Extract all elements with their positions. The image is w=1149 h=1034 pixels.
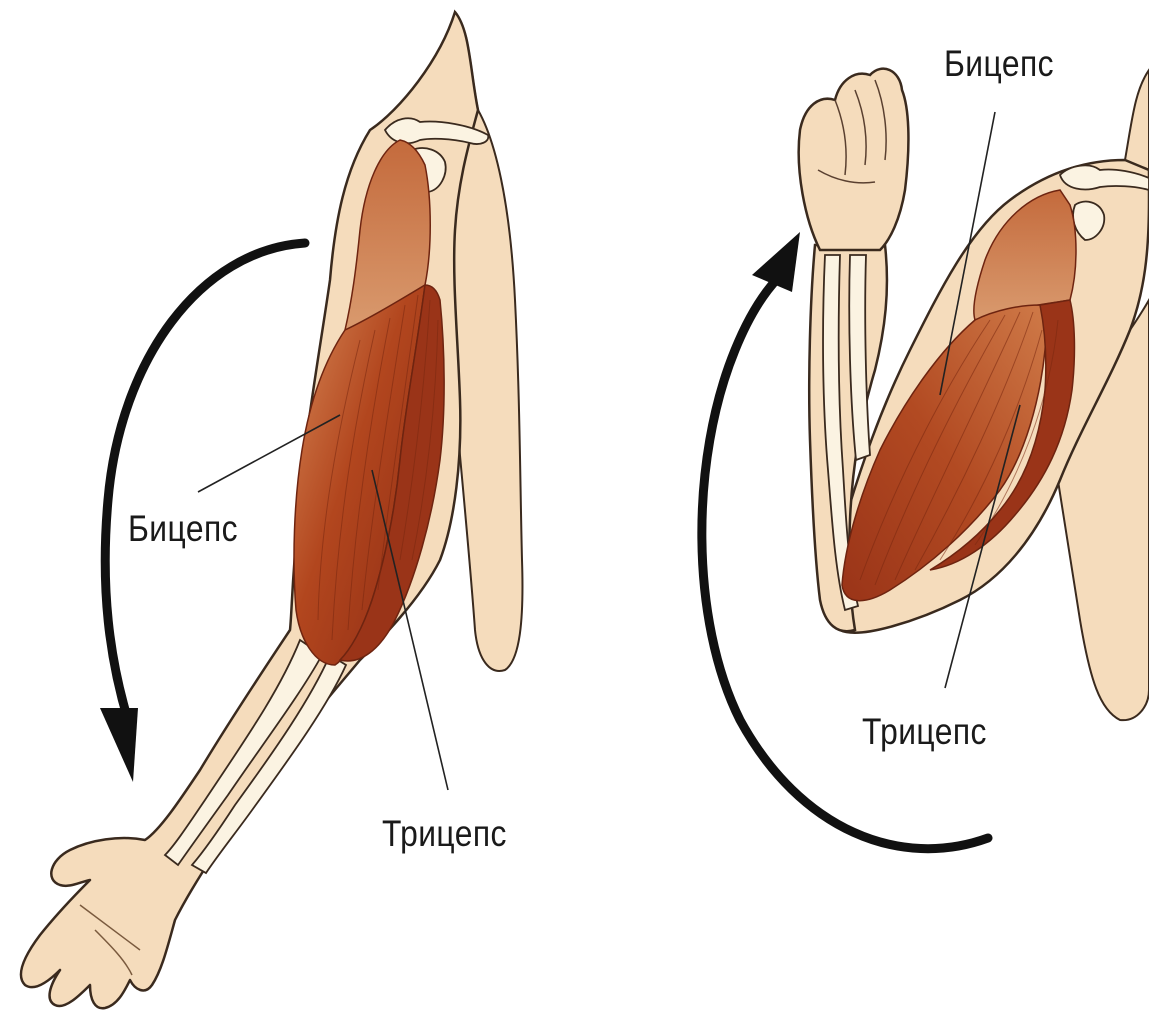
left-biceps-label: Бицепс xyxy=(128,508,238,550)
left-radius-bone xyxy=(165,640,322,865)
left-triceps-label: Трицепс xyxy=(382,813,507,855)
right-deltoid-muscle xyxy=(974,190,1076,320)
arrow-flexion-head xyxy=(752,232,800,292)
arrow-extension-down-icon xyxy=(105,243,305,720)
right-fist-skin xyxy=(799,69,909,250)
right-triceps-label: Трицепс xyxy=(862,711,987,753)
right-biceps-label: Бицепс xyxy=(944,43,1054,85)
arrow-extension-head xyxy=(100,708,138,782)
arm-extended-icon xyxy=(21,12,523,1008)
